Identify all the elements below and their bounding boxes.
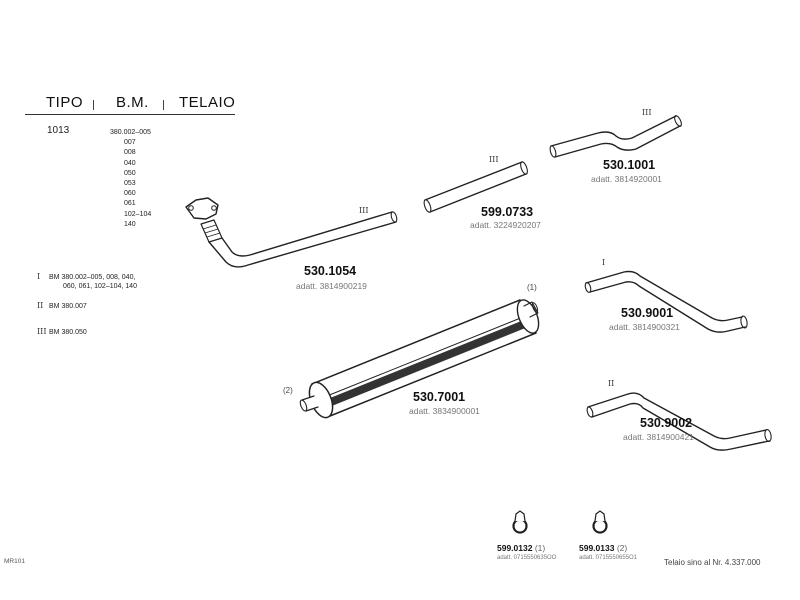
intermediate-pipe-drawing bbox=[423, 161, 528, 213]
legend-mark: I bbox=[37, 272, 41, 281]
variant-mark: III bbox=[642, 108, 652, 117]
bm-value: 061 bbox=[124, 200, 136, 208]
header-bm: B.M. bbox=[116, 94, 149, 111]
clamp-ref: (1) bbox=[534, 543, 546, 553]
part-adatt: adatt. 3834900001 bbox=[409, 406, 480, 416]
clamp-ref: (2) bbox=[616, 543, 628, 553]
legend-mark: II bbox=[37, 301, 44, 310]
part-adatt: adatt. 3814920001 bbox=[591, 174, 662, 184]
footer-telaio-note: Telaio sino al Nr. 4.337.000 bbox=[664, 558, 761, 567]
tipo-value: 1013 bbox=[47, 125, 70, 136]
part-number: 530.1054 bbox=[304, 264, 357, 278]
tail-pipe-drawing bbox=[549, 115, 682, 158]
bm-value: 140 bbox=[124, 220, 136, 228]
variant-mark: I bbox=[602, 258, 606, 267]
part-number: 530.9001 bbox=[621, 306, 674, 320]
legend-mark: III bbox=[37, 327, 47, 336]
callout-inlet: (2) bbox=[283, 386, 293, 395]
part-adatt: adatt. 3814900219 bbox=[296, 281, 367, 291]
clamp-number: 599.0132 bbox=[497, 543, 533, 553]
bm-value: 008 bbox=[124, 149, 136, 157]
legend-item-i: I BM 380.002–005, 008, 040, 060, 061, 102… bbox=[37, 272, 137, 291]
header-separator bbox=[163, 100, 164, 110]
header-telaio: TELAIO bbox=[179, 94, 236, 111]
bm-value: 380.002–005 bbox=[110, 129, 151, 136]
bm-value: 050 bbox=[124, 169, 136, 177]
clamp-number: 599.0133 bbox=[579, 543, 615, 553]
part-number: 530.7001 bbox=[413, 390, 466, 404]
clamp-adatt: adatt. 0715550655O1 bbox=[579, 555, 638, 561]
clamp-adatt: adatt. 0715550635OO bbox=[497, 555, 557, 561]
legend-item-ii: II BM 380.007 bbox=[37, 301, 87, 311]
front-pipe-drawing bbox=[185, 197, 398, 268]
header-tipo: TIPO bbox=[46, 94, 84, 111]
legend-text: BM 380.007 bbox=[49, 303, 87, 310]
clamp-1-label: 599.0132 (1) bbox=[497, 543, 545, 553]
legend-text-continued: 060, 061, 102–104, 140 bbox=[63, 283, 137, 290]
callout-outlet: (1) bbox=[527, 283, 537, 292]
variant-mark: III bbox=[359, 206, 369, 215]
part-number: 599.0733 bbox=[481, 205, 534, 219]
clamp-2-label: 599.0133 (2) bbox=[579, 543, 627, 553]
bm-value: 007 bbox=[124, 139, 136, 147]
clamp-2-drawing bbox=[592, 510, 608, 534]
part-number: 530.1001 bbox=[603, 158, 656, 172]
variant-mark: II bbox=[608, 379, 615, 388]
part-adatt: adatt. 3224920207 bbox=[470, 220, 541, 230]
header-separator bbox=[93, 100, 94, 110]
bm-value: 060 bbox=[124, 190, 136, 198]
bm-value: 102–104 bbox=[124, 210, 152, 218]
variant-mark: III bbox=[489, 155, 499, 164]
bm-list: 380.002–005 007 008 040 050 053 060 061 … bbox=[110, 128, 151, 230]
bm-value: 040 bbox=[124, 159, 136, 167]
muffler-drawing bbox=[299, 299, 540, 419]
header-underline bbox=[25, 114, 235, 115]
part-adatt: adatt. 3814900321 bbox=[609, 322, 680, 332]
part-adatt: adatt. 3814900421 bbox=[623, 432, 694, 442]
bm-value: 053 bbox=[124, 180, 136, 188]
legend-text: BM 380.050 bbox=[49, 329, 87, 336]
tail-pipe-variant-i-drawing bbox=[584, 270, 748, 333]
clamp-1-drawing bbox=[512, 510, 528, 534]
footer-code: MR101 bbox=[4, 558, 25, 565]
part-number: 530.9002 bbox=[640, 416, 693, 430]
legend-text: BM 380.002–005, 008, 040, bbox=[49, 274, 136, 281]
tail-pipe-variant-ii-drawing bbox=[586, 392, 772, 451]
